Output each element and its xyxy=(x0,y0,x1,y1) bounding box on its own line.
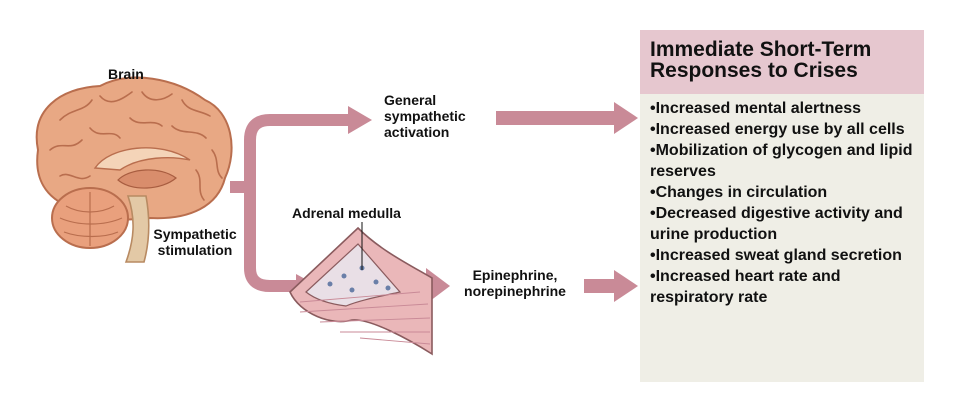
brain-illustration xyxy=(35,76,233,263)
list-item: •Increased sweat gland secretion xyxy=(650,247,902,264)
list-item: •Increased mental alertness xyxy=(650,100,862,117)
list-item: •Increased energy use by all cells xyxy=(650,121,905,138)
list-item: •Mobilization of glycogen and lipid rese… xyxy=(650,142,913,180)
list-item: •Decreased digestive activity and urine … xyxy=(650,205,903,243)
adrenal-medulla-label: Adrenal medulla xyxy=(292,205,401,221)
panel-title: Immediate Short-Term Responses to Crises xyxy=(650,38,872,82)
epinephrine-label: Epinephrine, norepinephrine xyxy=(464,267,566,299)
list-item: •Changes in circulation xyxy=(650,184,828,201)
general-activation-label: General sympathetic activation xyxy=(384,92,466,140)
panel-header: Immediate Short-Term Responses to Crises xyxy=(640,30,924,94)
sympathetic-stimulation-label: Sympathetic stimulation xyxy=(153,226,237,258)
brain-label: Brain xyxy=(108,66,144,82)
responses-list: •Increased mental alertness •Increased e… xyxy=(640,94,924,308)
adrenal-illustration xyxy=(289,222,433,356)
responses-panel: Immediate Short-Term Responses to Crises… xyxy=(640,30,924,382)
pathway-arrows xyxy=(230,102,638,304)
list-item: •Increased heart rate and respiratory ra… xyxy=(650,268,841,306)
